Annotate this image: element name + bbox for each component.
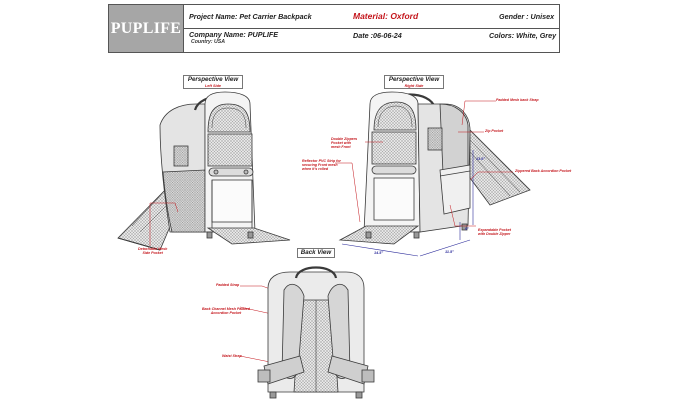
dimension-width: 14.5" [374, 251, 384, 255]
right-view-title: Perspective View Right Side [384, 75, 444, 89]
gender: Gender : Unisex [499, 12, 555, 21]
callout-zip-pocket: Zip Pocket [485, 129, 504, 133]
colors: Colors: White, Grey [489, 31, 557, 40]
back-view-drawing [257, 266, 375, 399]
callout-padded-strap: Padded Strap [216, 283, 240, 287]
back-view-title: Back View [297, 248, 335, 258]
dimension-lines [341, 150, 474, 257]
project-name: Project Name: Pet Carrier Backpack [189, 12, 312, 21]
country: Country: USA [191, 39, 226, 45]
brand-logo: PUPLIFE [109, 5, 184, 52]
header-divider [183, 28, 559, 29]
callout-padded-mesh-back-strap: Padded Mesh back Strap [496, 98, 539, 102]
left-view-title: Perspective View Left Side [183, 75, 243, 89]
company-name: Company Name: PUPLIFE [189, 30, 279, 39]
brand-name: PUPLIFE [110, 19, 182, 37]
header-block: PUPLIFE Project Name: Pet Carrier Backpa… [108, 4, 560, 53]
dimension-height: 13.6" [476, 157, 486, 161]
material: Material: Oxford [353, 11, 419, 21]
dimension-depth: 11.5" [445, 250, 454, 254]
callout-zippered-back-pocket: Zippered Back Accordion Pocket [515, 169, 572, 173]
dimension-depth-pocket: 9" [465, 227, 469, 231]
date: Date :06-06-24 [353, 31, 402, 40]
right-perspective-drawing [338, 91, 531, 245]
callout-waist-strap: Waist Strap [222, 354, 242, 358]
left-perspective-drawing [117, 91, 291, 251]
